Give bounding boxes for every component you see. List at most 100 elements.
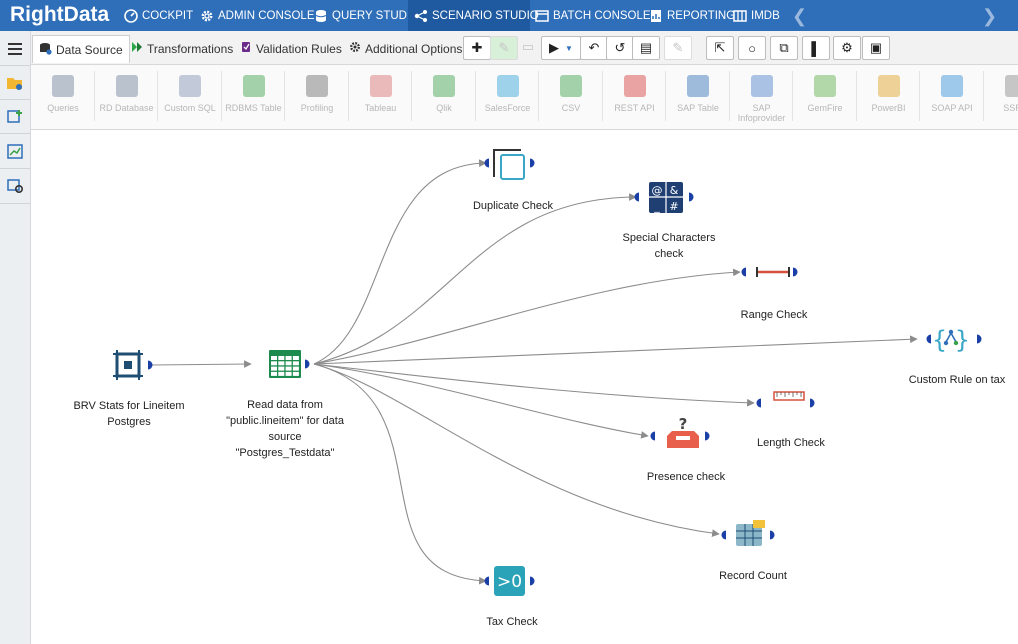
edge-source-to-read: [151, 360, 252, 368]
play-icon: ▶: [549, 40, 560, 55]
duplicate-output-port[interactable]: [530, 158, 535, 168]
palette-item-profiling[interactable]: Profiling: [285, 75, 349, 113]
nav-scenario-studio[interactable]: SCENARIO STUDIO: [408, 0, 539, 31]
source-output-port[interactable]: [148, 360, 153, 370]
comment-button[interactable]: ○: [738, 36, 766, 60]
nav-label: COCKPIT: [142, 9, 194, 22]
palette-item-qlik[interactable]: Qlik: [412, 75, 476, 113]
crosshair-center: [124, 361, 132, 369]
special-output-port[interactable]: [689, 192, 694, 202]
undo-button[interactable]: ↶: [580, 36, 608, 60]
copy-button[interactable]: ⧉: [770, 36, 798, 60]
record-input-port[interactable]: [721, 530, 727, 540]
edit-note-button[interactable]: ✎: [664, 36, 692, 60]
sidebar-divider: [0, 99, 30, 100]
comment-icon: ○: [748, 40, 756, 56]
palette-item-sap-table[interactable]: SAP Table: [666, 75, 730, 113]
nav-imdb[interactable]: IMDB: [733, 0, 780, 31]
custom-rule-node-icon[interactable]: { }: [932, 326, 970, 354]
tab-data-source[interactable]: Data Source: [32, 35, 130, 63]
palette-item-gemfire[interactable]: GemFire: [793, 75, 857, 113]
palette-item-sap-infoprovider[interactable]: SAP Infoprovider: [730, 75, 794, 123]
hamburger-menu-icon[interactable]: [5, 39, 25, 59]
length-output-port[interactable]: [810, 398, 815, 408]
fit-screen-button[interactable]: ▣: [862, 36, 890, 60]
nav-scroll-left-icon[interactable]: ❮: [792, 6, 808, 26]
gear-icon: [349, 41, 361, 56]
crosshair-node-icon[interactable]: [113, 350, 143, 380]
palette-item-rest-api[interactable]: REST API: [603, 75, 667, 113]
palette-item-label: Queries: [47, 103, 79, 113]
tab-validation-rules[interactable]: Validation Rules: [241, 35, 342, 62]
nav-cockpit[interactable]: COCKPIT: [124, 0, 193, 31]
tab-additional-options[interactable]: Additional Options: [349, 35, 462, 62]
preview-button[interactable]: ▤: [632, 36, 660, 60]
monitor-button[interactable]: ▭: [515, 36, 541, 58]
tax-output-port[interactable]: [530, 576, 535, 586]
presence-node-icon[interactable]: ?: [667, 415, 699, 448]
custom-input-port[interactable]: [926, 334, 932, 344]
add-button[interactable]: ✚: [463, 36, 491, 60]
undo-icon: ↶: [588, 40, 600, 55]
nav-batch-console[interactable]: BATCH CONSOLE: [535, 0, 651, 31]
duplicate-node-icon[interactable]: [493, 149, 525, 180]
tax-greater-than-zero-node-icon[interactable]: >0: [494, 566, 525, 596]
run-dropdown-icon[interactable]: ▼: [565, 43, 573, 53]
palette-item-rd-database[interactable]: RD Database: [95, 75, 159, 113]
custom-output-port[interactable]: [976, 334, 982, 344]
palette-item-ssrs[interactable]: SSRS: [984, 75, 1018, 113]
range-node-icon[interactable]: [756, 267, 790, 277]
range-output-port[interactable]: [793, 267, 798, 277]
folder-icon[interactable]: [5, 73, 25, 93]
tab-label: Validation Rules: [256, 41, 342, 56]
history-button[interactable]: ↺: [606, 36, 634, 60]
nav-admin-console[interactable]: ADMIN CONSOLE: [200, 0, 315, 31]
record-output-port[interactable]: [770, 530, 775, 540]
export-button[interactable]: ⇱: [706, 36, 734, 60]
node-label-custom-rule: Custom Rule on tax: [908, 374, 1006, 386]
run-button[interactable]: ▶ ▼: [541, 36, 581, 60]
palette-item-label: GemFire: [807, 103, 843, 113]
palette-item-tableau[interactable]: Tableau: [349, 75, 413, 113]
palette-divider: [665, 71, 666, 121]
flow-button[interactable]: ▌: [802, 36, 830, 60]
spreadsheet-node-icon[interactable]: [269, 350, 301, 378]
database-icon: [314, 9, 328, 23]
record-grid: [736, 524, 762, 546]
palette-item-custom-sql[interactable]: Custom SQL: [158, 75, 222, 113]
gear-icon: ⚙: [841, 40, 853, 55]
palette-item-salesforce[interactable]: SalesForce: [476, 75, 540, 113]
palette-item-queries[interactable]: Queries: [31, 75, 95, 113]
presence-input-port[interactable]: [650, 431, 656, 441]
ruler-node-icon[interactable]: [773, 391, 805, 401]
nav-scroll-right-icon[interactable]: ❯: [982, 6, 998, 26]
soap-api-icon: [941, 75, 963, 97]
palette-divider: [284, 71, 285, 121]
chart-panel-icon[interactable]: [5, 142, 25, 162]
rightdata-logo[interactable]: RightData: [10, 3, 110, 26]
palette-item-csv[interactable]: CSV: [539, 75, 603, 113]
palette-item-soap-api[interactable]: SOAP API: [920, 75, 984, 113]
nav-reporting[interactable]: REPORTING: [649, 0, 735, 31]
preview-icon: ▤: [639, 40, 653, 55]
special-characters-node-icon[interactable]: @&_#: [649, 182, 683, 213]
length-input-port[interactable]: [756, 398, 762, 408]
range-input-port[interactable]: [741, 267, 747, 277]
settings-panel-icon[interactable]: [5, 176, 25, 196]
read-output-port[interactable]: [305, 359, 310, 369]
record-count-node-icon[interactable]: [736, 520, 765, 546]
gemfire-icon: [814, 75, 836, 97]
presence-output-port[interactable]: [705, 431, 710, 441]
nav-query-studio[interactable]: QUERY STUDIO: [314, 0, 419, 31]
duplicate-input-port[interactable]: [484, 158, 489, 168]
edit-button[interactable]: ✎: [490, 36, 518, 60]
settings-button[interactable]: ⚙: [833, 36, 861, 60]
history-icon: ↺: [614, 40, 626, 55]
tab-transformations[interactable]: Transformations: [131, 35, 233, 62]
add-scenario-icon[interactable]: [5, 107, 25, 127]
palette-item-powerbi[interactable]: PowerBI: [857, 75, 921, 113]
palette-item-rdbms-table[interactable]: RDBMS Table: [222, 75, 286, 113]
tax-input-port[interactable]: [484, 576, 490, 586]
scenario-canvas[interactable]: @&_#{ }?>0 BRV Stats for Lineitem Postgr…: [31, 130, 1018, 644]
special-input-port[interactable]: [634, 192, 640, 202]
